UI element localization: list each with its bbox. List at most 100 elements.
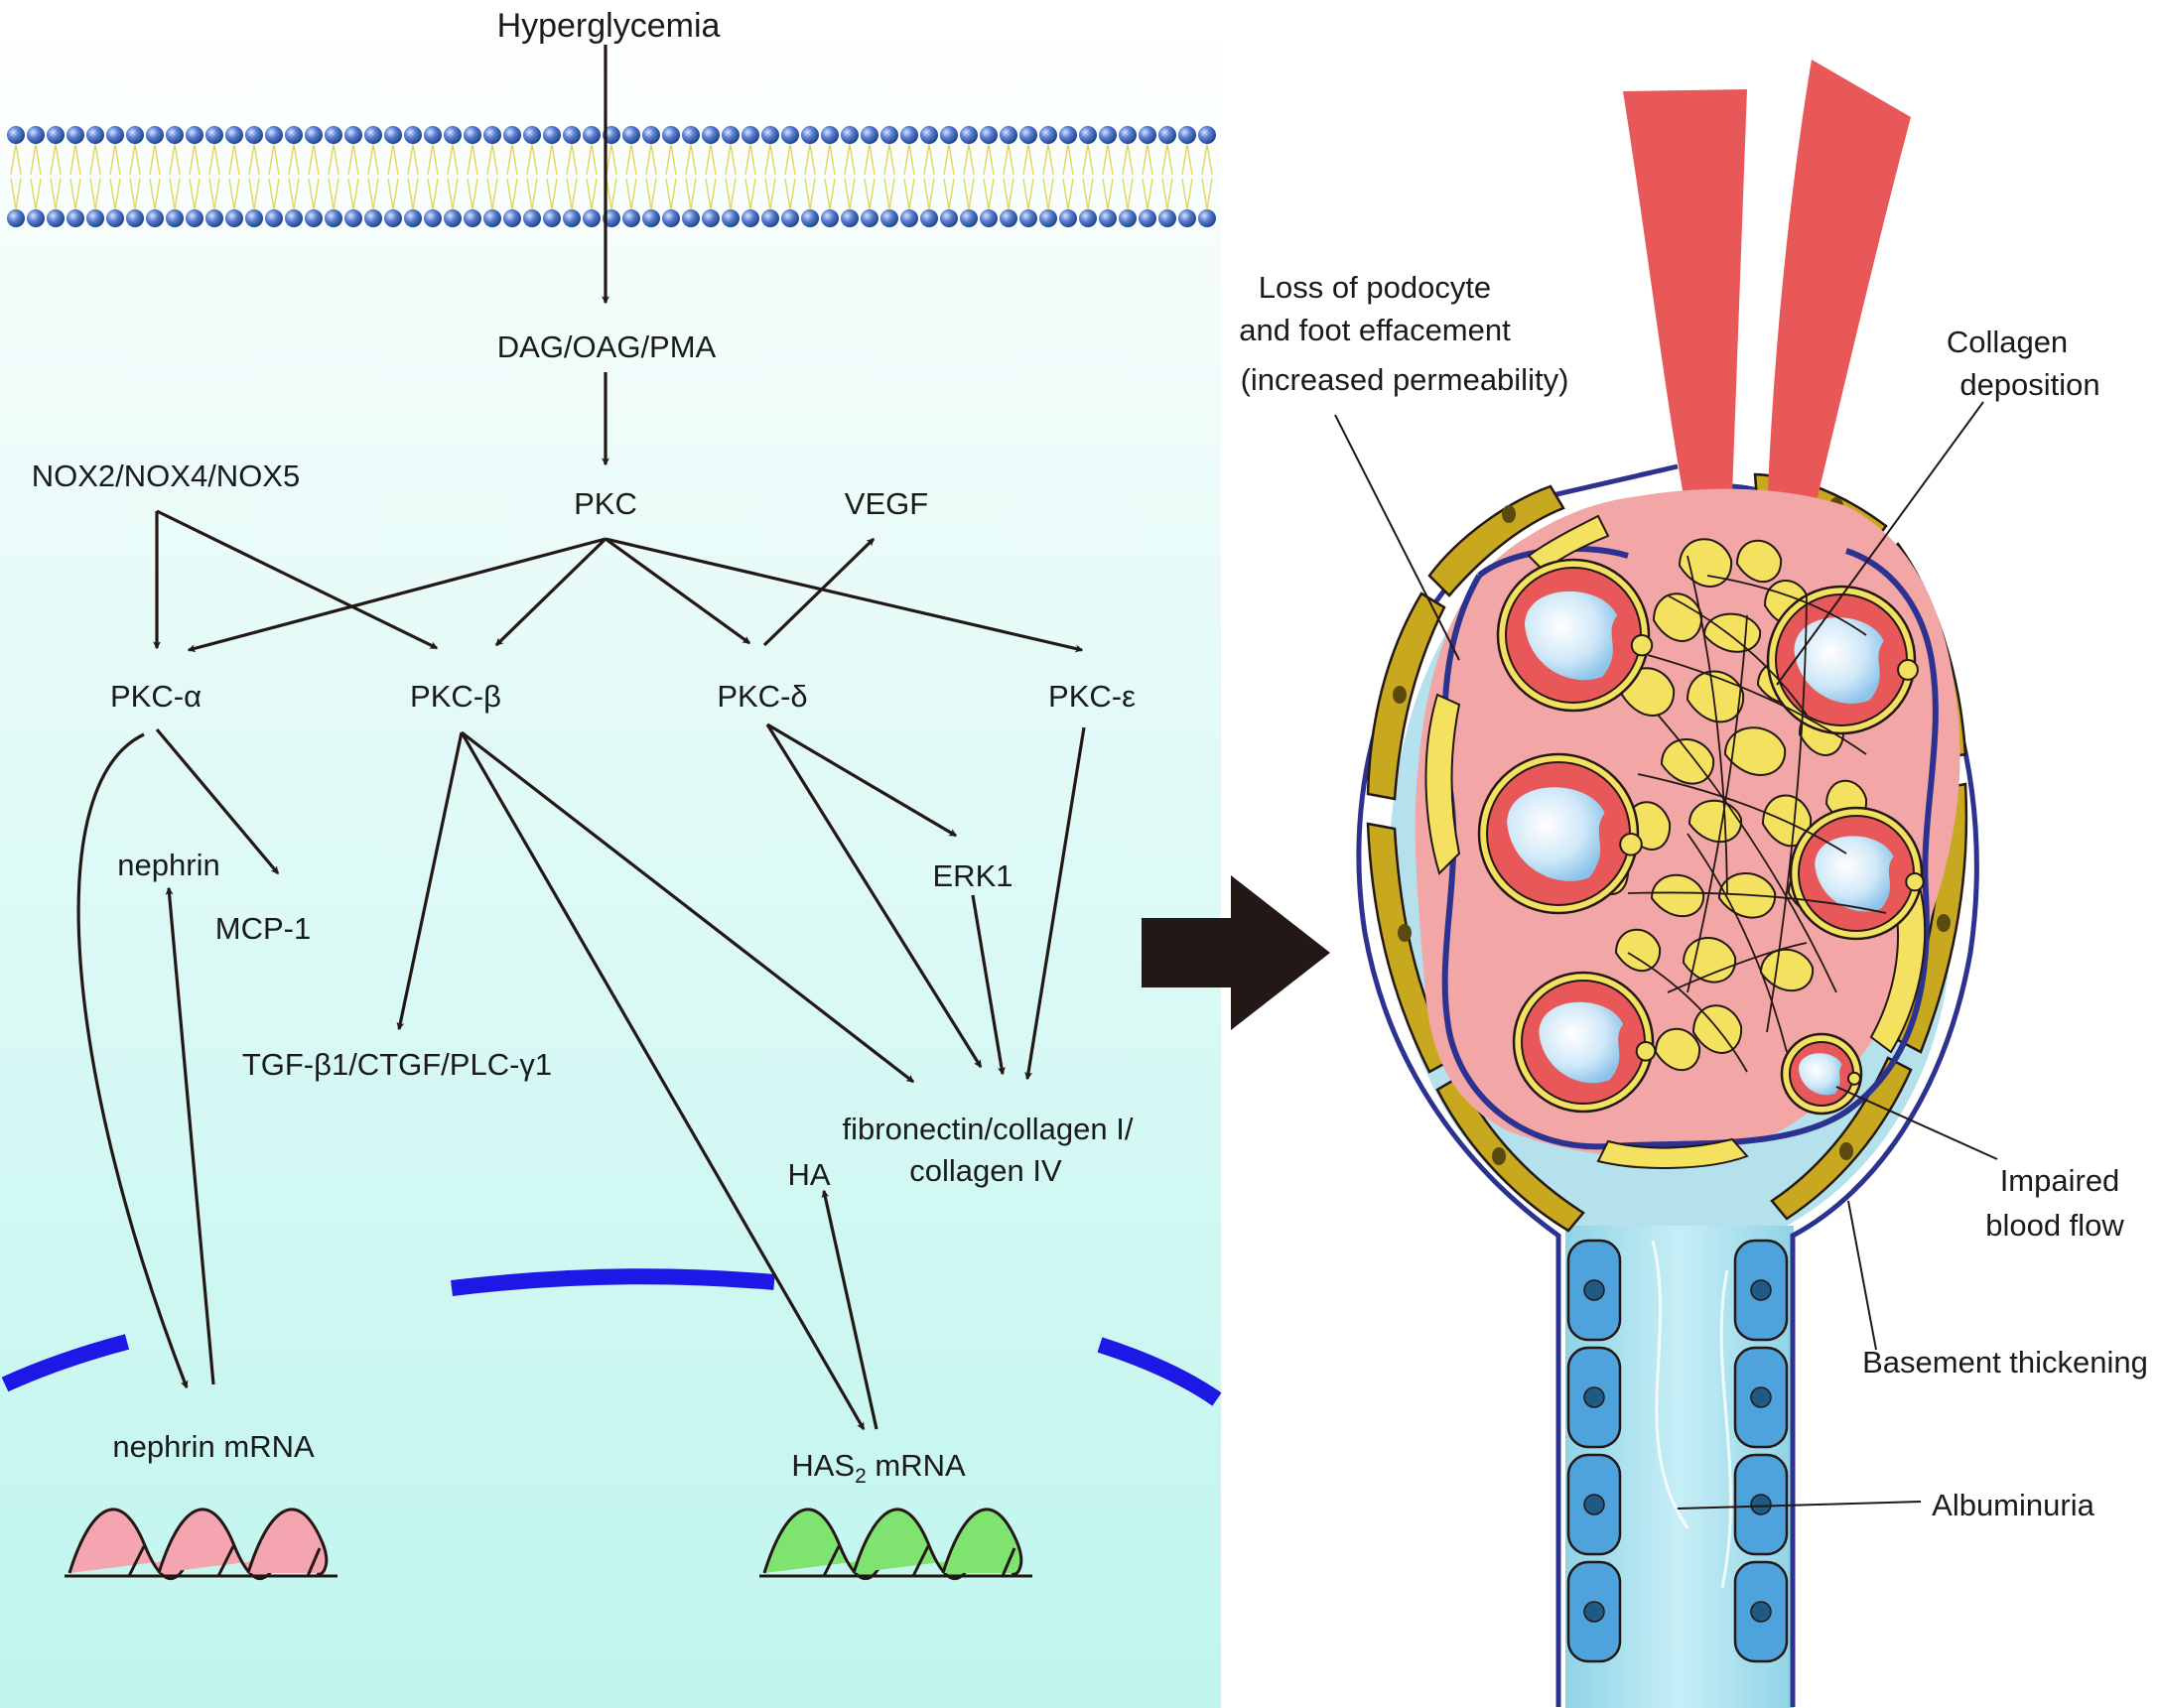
lipid-head bbox=[1000, 209, 1017, 227]
lipid-head bbox=[861, 126, 878, 144]
endothelial-nucleus bbox=[1630, 634, 1654, 657]
lipid-head bbox=[563, 209, 581, 227]
tubule-cell-nucleus bbox=[1750, 1494, 1772, 1515]
label-pkc-beta: PKC-β bbox=[410, 679, 501, 714]
label-collagen-line2: deposition bbox=[1959, 367, 2099, 402]
lipid-head bbox=[1158, 209, 1176, 227]
lipid-head bbox=[682, 126, 700, 144]
nuclear-envelope bbox=[1, 1268, 1222, 1406]
lipid-head bbox=[682, 209, 700, 227]
lipid-head bbox=[126, 126, 144, 144]
lipid-head bbox=[1158, 126, 1176, 144]
tubule-epithelial-cells bbox=[1566, 1239, 1789, 1663]
lipid-head bbox=[86, 126, 104, 144]
lipid-head bbox=[742, 126, 759, 144]
lipid-head bbox=[1039, 126, 1057, 144]
mesangial-cell bbox=[1759, 948, 1815, 992]
mesangial-cell bbox=[1761, 794, 1813, 848]
arrow-nephrin-mrna-nephrin bbox=[165, 886, 215, 1385]
collagen-fibre bbox=[1627, 891, 1887, 914]
pathway-labels: Hyperglycemia DAG/OAG/PMA PKC NOX2/NOX4/… bbox=[32, 7, 1136, 1488]
has2-mrna-helix bbox=[759, 1508, 1032, 1581]
label-podocyte-line1: Loss of podocyte bbox=[1259, 270, 1491, 305]
label-has2-mrna: HAS2 mRNA bbox=[791, 1448, 966, 1488]
arrow-pkc-pkcb bbox=[494, 537, 607, 647]
lipid-head bbox=[146, 126, 164, 144]
lipid-head bbox=[761, 126, 779, 144]
lipid-head bbox=[483, 209, 501, 227]
lipid-head bbox=[543, 126, 561, 144]
collagen-fibre bbox=[1637, 773, 1847, 854]
lipid-head bbox=[1139, 126, 1156, 144]
lipid-head bbox=[483, 126, 501, 144]
lipid-head bbox=[205, 209, 223, 227]
lipid-head bbox=[920, 126, 938, 144]
lipid-head bbox=[1119, 126, 1137, 144]
capillary-loops bbox=[1477, 558, 1925, 1116]
lipid-head bbox=[781, 126, 799, 144]
lipid-head bbox=[1119, 209, 1137, 227]
lipid-head bbox=[146, 209, 164, 227]
lipid-head bbox=[1198, 126, 1216, 144]
arrow-pkca-nephrin-mrna bbox=[76, 732, 189, 1389]
transition-arrow bbox=[1142, 875, 1330, 1030]
lipid-head bbox=[900, 126, 918, 144]
label-pkc: PKC bbox=[574, 486, 637, 521]
lipid-head bbox=[384, 126, 402, 144]
lipid-head bbox=[1000, 126, 1017, 144]
lipid-head bbox=[622, 209, 640, 227]
lipid-head bbox=[106, 126, 124, 144]
lipid-head bbox=[47, 126, 65, 144]
lipid-head bbox=[543, 209, 561, 227]
lipid-head bbox=[702, 209, 720, 227]
label-nephrin: nephrin bbox=[117, 848, 219, 882]
mesangial-cell bbox=[1654, 1027, 1701, 1072]
lipid-head bbox=[662, 126, 680, 144]
cell-membrane bbox=[7, 126, 1216, 227]
lipid-head bbox=[225, 126, 243, 144]
capillary-lumen bbox=[1539, 1001, 1624, 1084]
arrow-pkcd-ecm bbox=[765, 723, 983, 1069]
collagen-fibre bbox=[1766, 594, 1808, 1033]
lipid-head bbox=[781, 209, 799, 227]
mesangial-cell bbox=[1686, 670, 1745, 723]
mesangial-cell bbox=[1687, 799, 1743, 844]
lipid-head bbox=[7, 209, 25, 227]
lipid-head bbox=[225, 209, 243, 227]
lipid-head bbox=[761, 209, 779, 227]
glomerulus-labels: Loss of podocyte and foot effacement (in… bbox=[1239, 270, 2148, 1522]
collagen-fibre bbox=[1687, 833, 1788, 1053]
label-dag-oag-pma: DAG/OAG/PMA bbox=[497, 329, 717, 364]
lipid-head bbox=[702, 126, 720, 144]
lipid-head bbox=[742, 209, 759, 227]
lipid-head bbox=[841, 209, 859, 227]
lipid-head bbox=[344, 209, 362, 227]
lipid-head bbox=[444, 209, 462, 227]
lipid-head bbox=[265, 126, 283, 144]
capillary-lumen bbox=[1815, 836, 1894, 912]
efferent-arteriole bbox=[1767, 60, 1911, 516]
arrow-has2-ha bbox=[821, 1189, 878, 1430]
lipid-head bbox=[523, 209, 541, 227]
lipid-head bbox=[642, 126, 660, 144]
tubule-cell-nucleus bbox=[1583, 1386, 1605, 1408]
lipid-head bbox=[980, 126, 998, 144]
label-tgf: TGF-β1/CTGF/PLC-γ1 bbox=[242, 1047, 552, 1082]
tubule-cell-nucleus bbox=[1583, 1279, 1605, 1301]
lipid-head bbox=[1198, 209, 1216, 227]
lipid-head bbox=[7, 126, 25, 144]
lipid-head bbox=[166, 209, 184, 227]
arrow-pkcb-ecm bbox=[461, 730, 915, 1084]
tubule-cell-nucleus bbox=[1583, 1494, 1605, 1515]
label-vegf: VEGF bbox=[845, 486, 928, 521]
lipid-head bbox=[1019, 126, 1037, 144]
lipid-head bbox=[47, 209, 65, 227]
lipid-head bbox=[424, 209, 442, 227]
lipid-head bbox=[1039, 209, 1057, 227]
lipid-head bbox=[424, 126, 442, 144]
label-collagen-line1: Collagen bbox=[1947, 325, 2068, 359]
lipid-head bbox=[1019, 209, 1037, 227]
collagen-fibre bbox=[1667, 594, 1808, 716]
lipid-head bbox=[642, 209, 660, 227]
tubule-cell-nucleus bbox=[1750, 1601, 1772, 1623]
